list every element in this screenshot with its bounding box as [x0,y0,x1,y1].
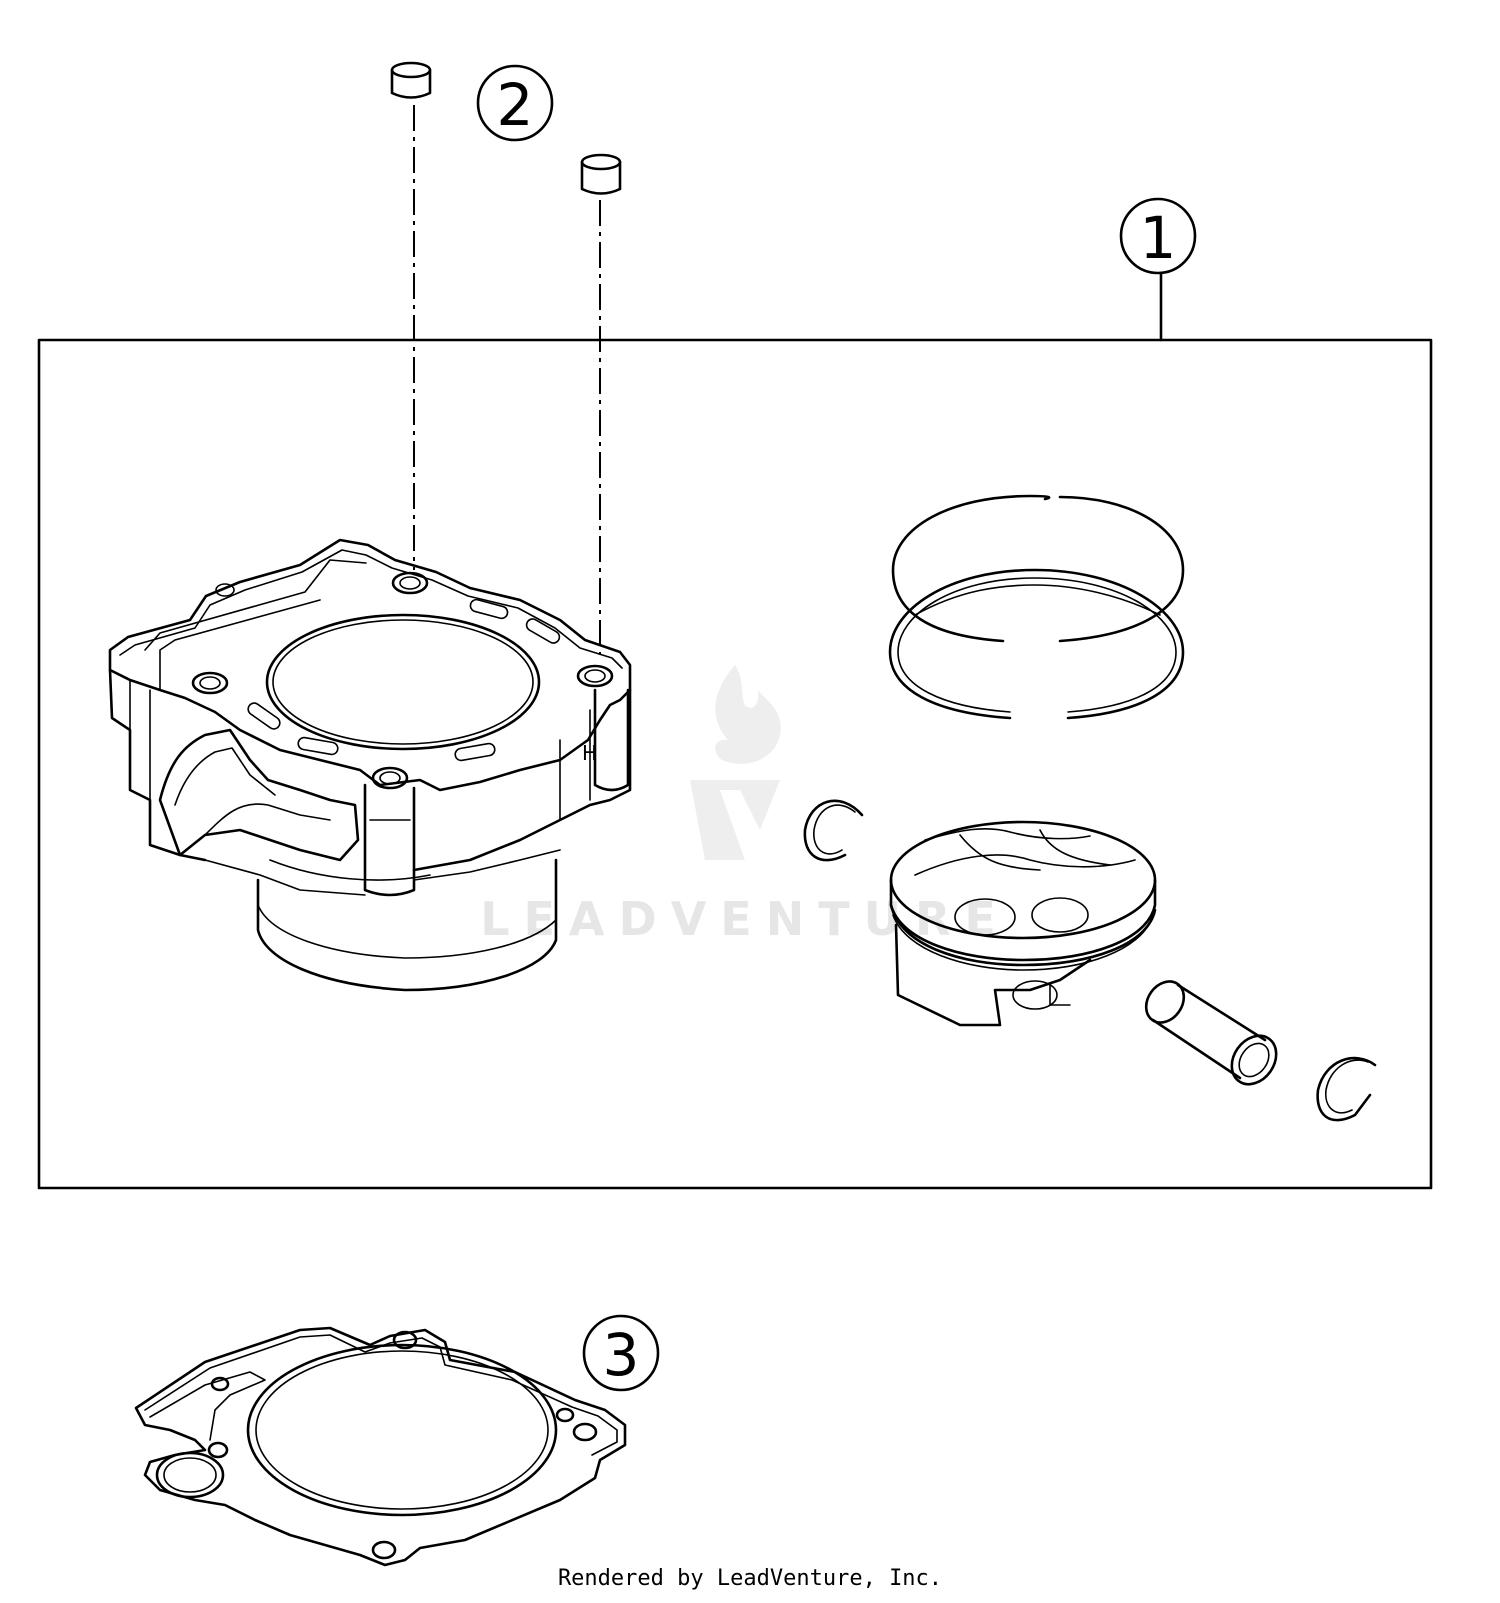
cylinder-base-gasket [134,1326,627,1567]
piston-ring-second [888,568,1185,720]
callout-2[interactable]: 2 [476,64,554,142]
svg-text:1: 1 [1140,204,1177,272]
watermark-flame-icon [715,665,781,764]
circlip-right [1316,1056,1377,1122]
piston [889,820,1157,1027]
cylinder-kit-frame [37,338,1433,1190]
piston-ring-top [891,494,1185,643]
cylinder: H [108,538,632,992]
dowel-pin-left [390,61,432,99]
cylinder-h-mark: H [582,741,597,765]
watermark: LEADVENTURE [480,665,1010,946]
watermark-text: LEADVENTURE [480,892,1010,946]
callout-1[interactable]: 1 [1119,197,1197,275]
circlip-left [803,799,864,862]
footer-credit: Rendered by LeadVenture, Inc. [557,1566,943,1591]
svg-text:2: 2 [497,71,534,139]
dowel-pin-right [580,153,622,195]
watermark-v-icon [690,780,780,860]
callout-3[interactable]: 3 [582,1314,660,1392]
svg-text:3: 3 [603,1321,640,1389]
piston-pin [1144,980,1278,1086]
